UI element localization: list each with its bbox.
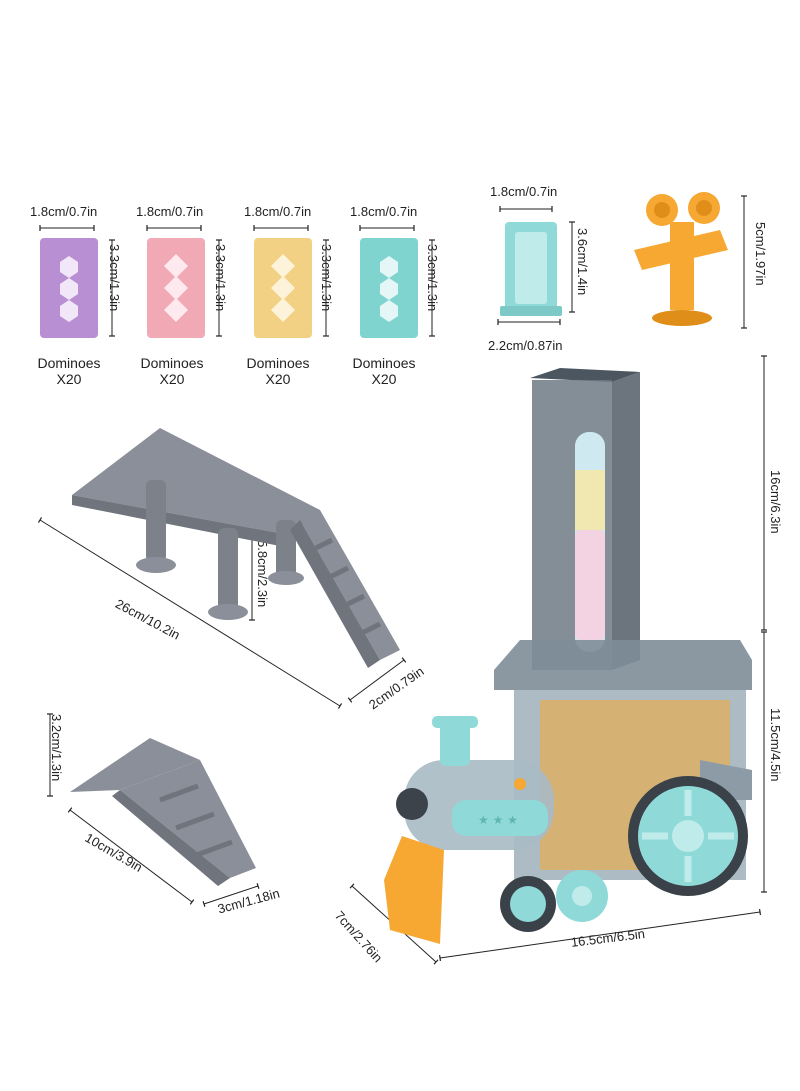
svg-text:★ ★ ★: ★ ★ ★ (478, 813, 518, 827)
domino-1-name: Dominoes (37, 355, 101, 371)
domino-3-caption: Dominoes X20 (233, 355, 323, 387)
domino-2-caption: Dominoes X20 (127, 355, 217, 387)
domino-4-caption: Dominoes X20 (339, 355, 429, 387)
domino-1-width-label: 1.8cm/0.7in (30, 204, 98, 219)
holder-bottom-width-label: 2.2cm/0.87in (488, 338, 563, 353)
domino-2-name: Dominoes (140, 355, 204, 371)
domino-4-name: Dominoes (352, 355, 416, 371)
domino-2-qty: X20 (159, 371, 185, 387)
domino-holder (497, 206, 575, 325)
domino-3-name: Dominoes (246, 355, 310, 371)
domino-4-qty: X20 (371, 371, 397, 387)
domino-3-width-label: 1.8cm/0.7in (244, 204, 312, 219)
domino-3 (253, 225, 329, 338)
large-bridge (37, 428, 407, 709)
domino-3-qty: X20 (265, 371, 291, 387)
domino-1 (39, 225, 115, 338)
domino-2 (146, 225, 222, 338)
wind-up-key (634, 192, 747, 329)
domino-1-qty: X20 (56, 371, 82, 387)
domino-train: ★ ★ ★ (349, 355, 767, 965)
domino-1-caption: Dominoes X20 (24, 355, 114, 387)
domino-2-width-label: 1.8cm/0.7in (136, 204, 204, 219)
small-bridge (47, 713, 260, 908)
holder-top-width-label: 1.8cm/0.7in (490, 184, 558, 199)
domino-4 (359, 225, 435, 338)
domino-4-width-label: 1.8cm/0.7in (350, 204, 418, 219)
